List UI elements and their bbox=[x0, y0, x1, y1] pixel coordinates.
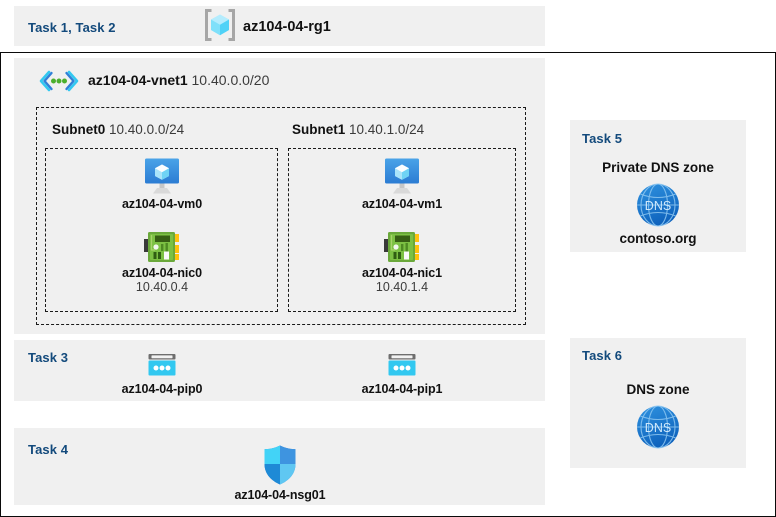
virtual-network-icon bbox=[38, 70, 80, 92]
dns-zone-node[interactable]: DNS bbox=[570, 404, 746, 450]
subnet0-name: Subnet0 bbox=[52, 122, 106, 137]
vm0-node[interactable]: az104-04-vm0 bbox=[106, 157, 218, 211]
network-security-group-icon bbox=[224, 444, 336, 486]
resource-group-label: az104-04-rg1 bbox=[243, 19, 331, 35]
nic0-node[interactable]: az104-04-nic0 10.40.0.4 bbox=[106, 230, 218, 294]
nic1-private-ip: 10.40.1.4 bbox=[375, 280, 429, 294]
task-label-6: Task 6 bbox=[582, 348, 623, 363]
subnet0-cidr: 10.40.0.0/24 bbox=[109, 122, 185, 137]
vnet-panel bbox=[14, 58, 545, 334]
task3-panel bbox=[14, 340, 545, 401]
pip1-label: az104-04-pip1 bbox=[361, 382, 443, 396]
nic1-node[interactable]: az104-04-nic1 10.40.1.4 bbox=[346, 230, 458, 294]
private-dns-zone-node[interactable]: DNS contoso.org bbox=[570, 182, 746, 246]
dns-zone-icon: DNS bbox=[570, 404, 746, 450]
vm0-label: az104-04-vm0 bbox=[121, 197, 203, 211]
network-interface-icon bbox=[106, 230, 218, 264]
subnet1-title: Subnet1 10.40.1.0/24 bbox=[292, 122, 424, 137]
virtual-network-node[interactable] bbox=[38, 70, 80, 92]
task-label-1-2: Task 1, Task 2 bbox=[28, 20, 116, 35]
vnet-name: az104-04-vnet1 bbox=[88, 72, 188, 88]
private-dns-zone-heading: Private DNS zone bbox=[602, 160, 714, 175]
subnet0-box bbox=[45, 148, 278, 312]
task-label-5: Task 5 bbox=[582, 131, 623, 146]
subnet1-box bbox=[288, 148, 516, 312]
task-label-4: Task 4 bbox=[28, 442, 69, 457]
task-label-3: Task 3 bbox=[28, 350, 69, 365]
pip0-label: az104-04-pip0 bbox=[121, 382, 203, 396]
nsg-label: az104-04-nsg01 bbox=[234, 488, 326, 502]
subnet1-cidr: 10.40.1.0/24 bbox=[349, 122, 425, 137]
header-panel bbox=[14, 6, 545, 46]
dns-zone-icon: DNS bbox=[570, 182, 746, 228]
private-dns-zone-name: contoso.org bbox=[619, 231, 697, 246]
pip0-node[interactable]: az104-04-pip0 bbox=[106, 352, 218, 396]
subnet1-name: Subnet1 bbox=[292, 122, 346, 137]
virtual-machine-icon bbox=[346, 157, 458, 195]
dns-icon-text: DNS bbox=[645, 199, 671, 213]
nic0-label: az104-04-nic0 bbox=[122, 266, 202, 280]
dns-icon-text: DNS bbox=[645, 421, 671, 435]
vm1-label: az104-04-vm1 bbox=[361, 197, 443, 211]
vnet-address-space: 10.40.0.0/20 bbox=[191, 72, 270, 88]
nsg-node[interactable]: az104-04-nsg01 bbox=[224, 444, 336, 502]
virtual-machine-icon bbox=[106, 157, 218, 195]
dns-zone-heading: DNS zone bbox=[626, 382, 690, 397]
public-ip-address-icon bbox=[346, 352, 458, 380]
network-interface-icon bbox=[346, 230, 458, 264]
vnet-title: az104-04-vnet1 10.40.0.0/20 bbox=[88, 72, 269, 88]
nic0-private-ip: 10.40.0.4 bbox=[135, 280, 189, 294]
subnets-container bbox=[36, 107, 526, 325]
resource-group-icon bbox=[202, 8, 238, 42]
nic1-label: az104-04-nic1 bbox=[362, 266, 442, 280]
subnet0-title: Subnet0 10.40.0.0/24 bbox=[52, 122, 184, 137]
resource-group-node[interactable] bbox=[202, 8, 238, 42]
vm1-node[interactable]: az104-04-vm1 bbox=[346, 157, 458, 211]
pip1-node[interactable]: az104-04-pip1 bbox=[346, 352, 458, 396]
public-ip-address-icon bbox=[106, 352, 218, 380]
